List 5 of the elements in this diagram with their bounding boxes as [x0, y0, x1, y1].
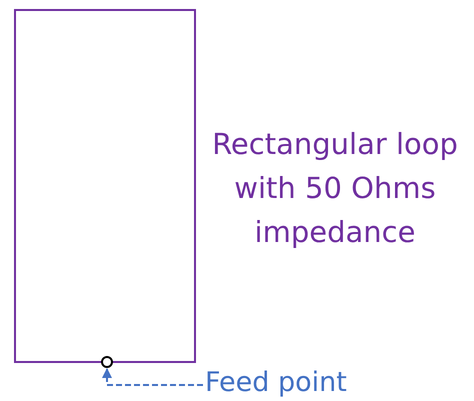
dashed-arrow [102, 368, 203, 386]
loop-caption: Rectangular loop with 50 Ohms impedance [211, 126, 459, 251]
feed-point-circle [101, 356, 113, 368]
feed-point-label: Feed point [205, 366, 347, 400]
rectangular-loop [14, 9, 196, 363]
